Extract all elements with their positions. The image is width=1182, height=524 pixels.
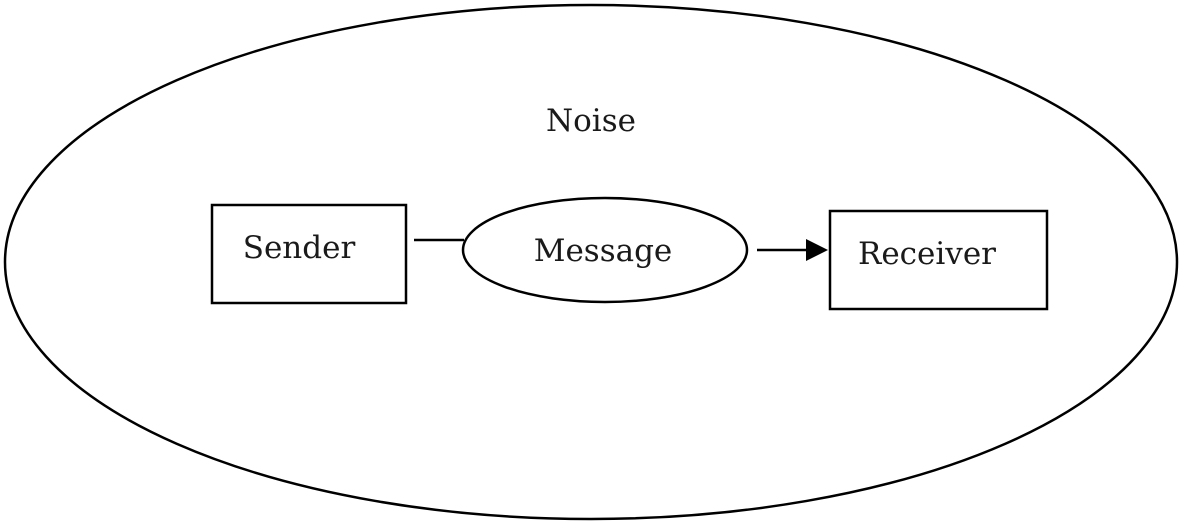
- message-ellipse: [461, 196, 749, 304]
- sender-box: [210, 203, 408, 305]
- message-label: Message: [534, 233, 673, 269]
- receiver-box: [828, 209, 1049, 311]
- arrowhead-icon: [806, 239, 828, 261]
- sender-label: Sender: [243, 230, 356, 266]
- noise-label: Noise: [546, 103, 636, 139]
- receiver-label: Receiver: [858, 236, 996, 272]
- noise-ellipse: [3, 3, 1179, 521]
